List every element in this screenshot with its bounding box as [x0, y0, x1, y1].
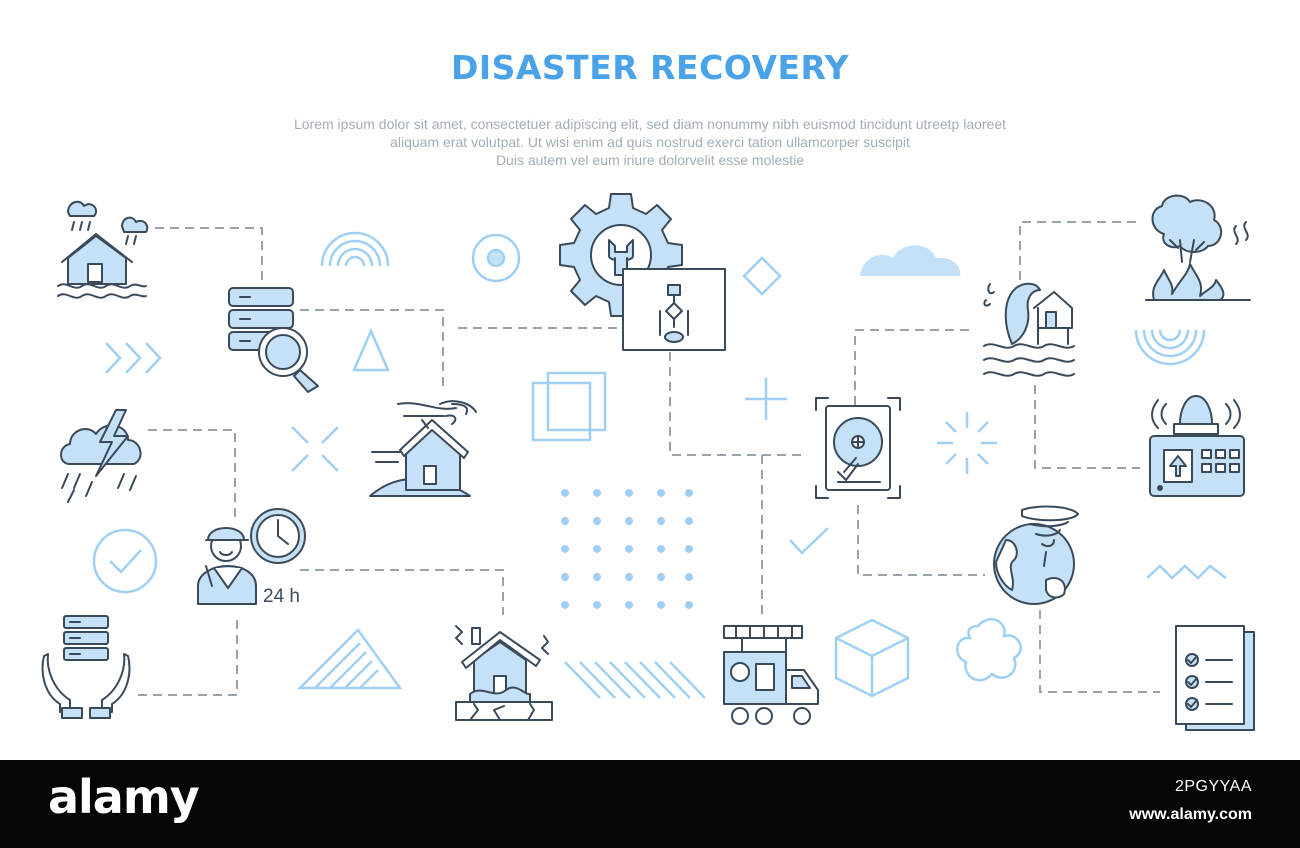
page-title: DISASTER RECOVERY	[450, 48, 850, 87]
checklist-icon	[1175, 625, 1255, 731]
decorations	[92, 231, 1227, 699]
earthquake-house-icon	[455, 625, 553, 721]
windstorm-house-icon	[369, 400, 477, 497]
wildfire-tree-icon	[1145, 194, 1251, 301]
image-id: 2PGYYAA	[1174, 778, 1252, 795]
tornado-globe-icon	[993, 505, 1079, 605]
support-hours-label: 24 h	[263, 586, 300, 607]
database-search-icon	[228, 287, 319, 393]
thunderstorm-icon	[60, 409, 142, 503]
flood-house-icon	[57, 200, 149, 299]
gear-flowchart-icon	[559, 193, 726, 351]
subtitle-line-3: Duis autem vel eum iriure dolorvelit ess…	[495, 152, 805, 168]
server-hands-icon	[41, 615, 131, 719]
connector-lines	[133, 221, 1160, 696]
site-url: www.alamy.com	[1129, 806, 1252, 823]
hard-drive-icon	[815, 397, 901, 499]
watermark-footer: alamy 2PGYYAA www.alamy.com	[0, 760, 1300, 848]
infographic-canvas: DISASTER RECOVERY Lorem ipsum dolor sit …	[41, 48, 1255, 731]
diagram-art	[41, 193, 1255, 731]
alarm-panel-icon	[1149, 395, 1245, 497]
subtitle-line-2: aliquam erat volutpat. Ut wisi enim ad q…	[390, 134, 910, 150]
subtitle-line-1: Lorem ipsum dolor sit amet, consectetuer…	[293, 116, 1007, 132]
alamy-logo: alamy	[48, 770, 200, 824]
fire-truck-icon	[723, 625, 819, 725]
tsunami-house-icon	[983, 282, 1075, 377]
dot-grid	[561, 489, 693, 609]
support-agent-clock-icon	[197, 508, 306, 605]
